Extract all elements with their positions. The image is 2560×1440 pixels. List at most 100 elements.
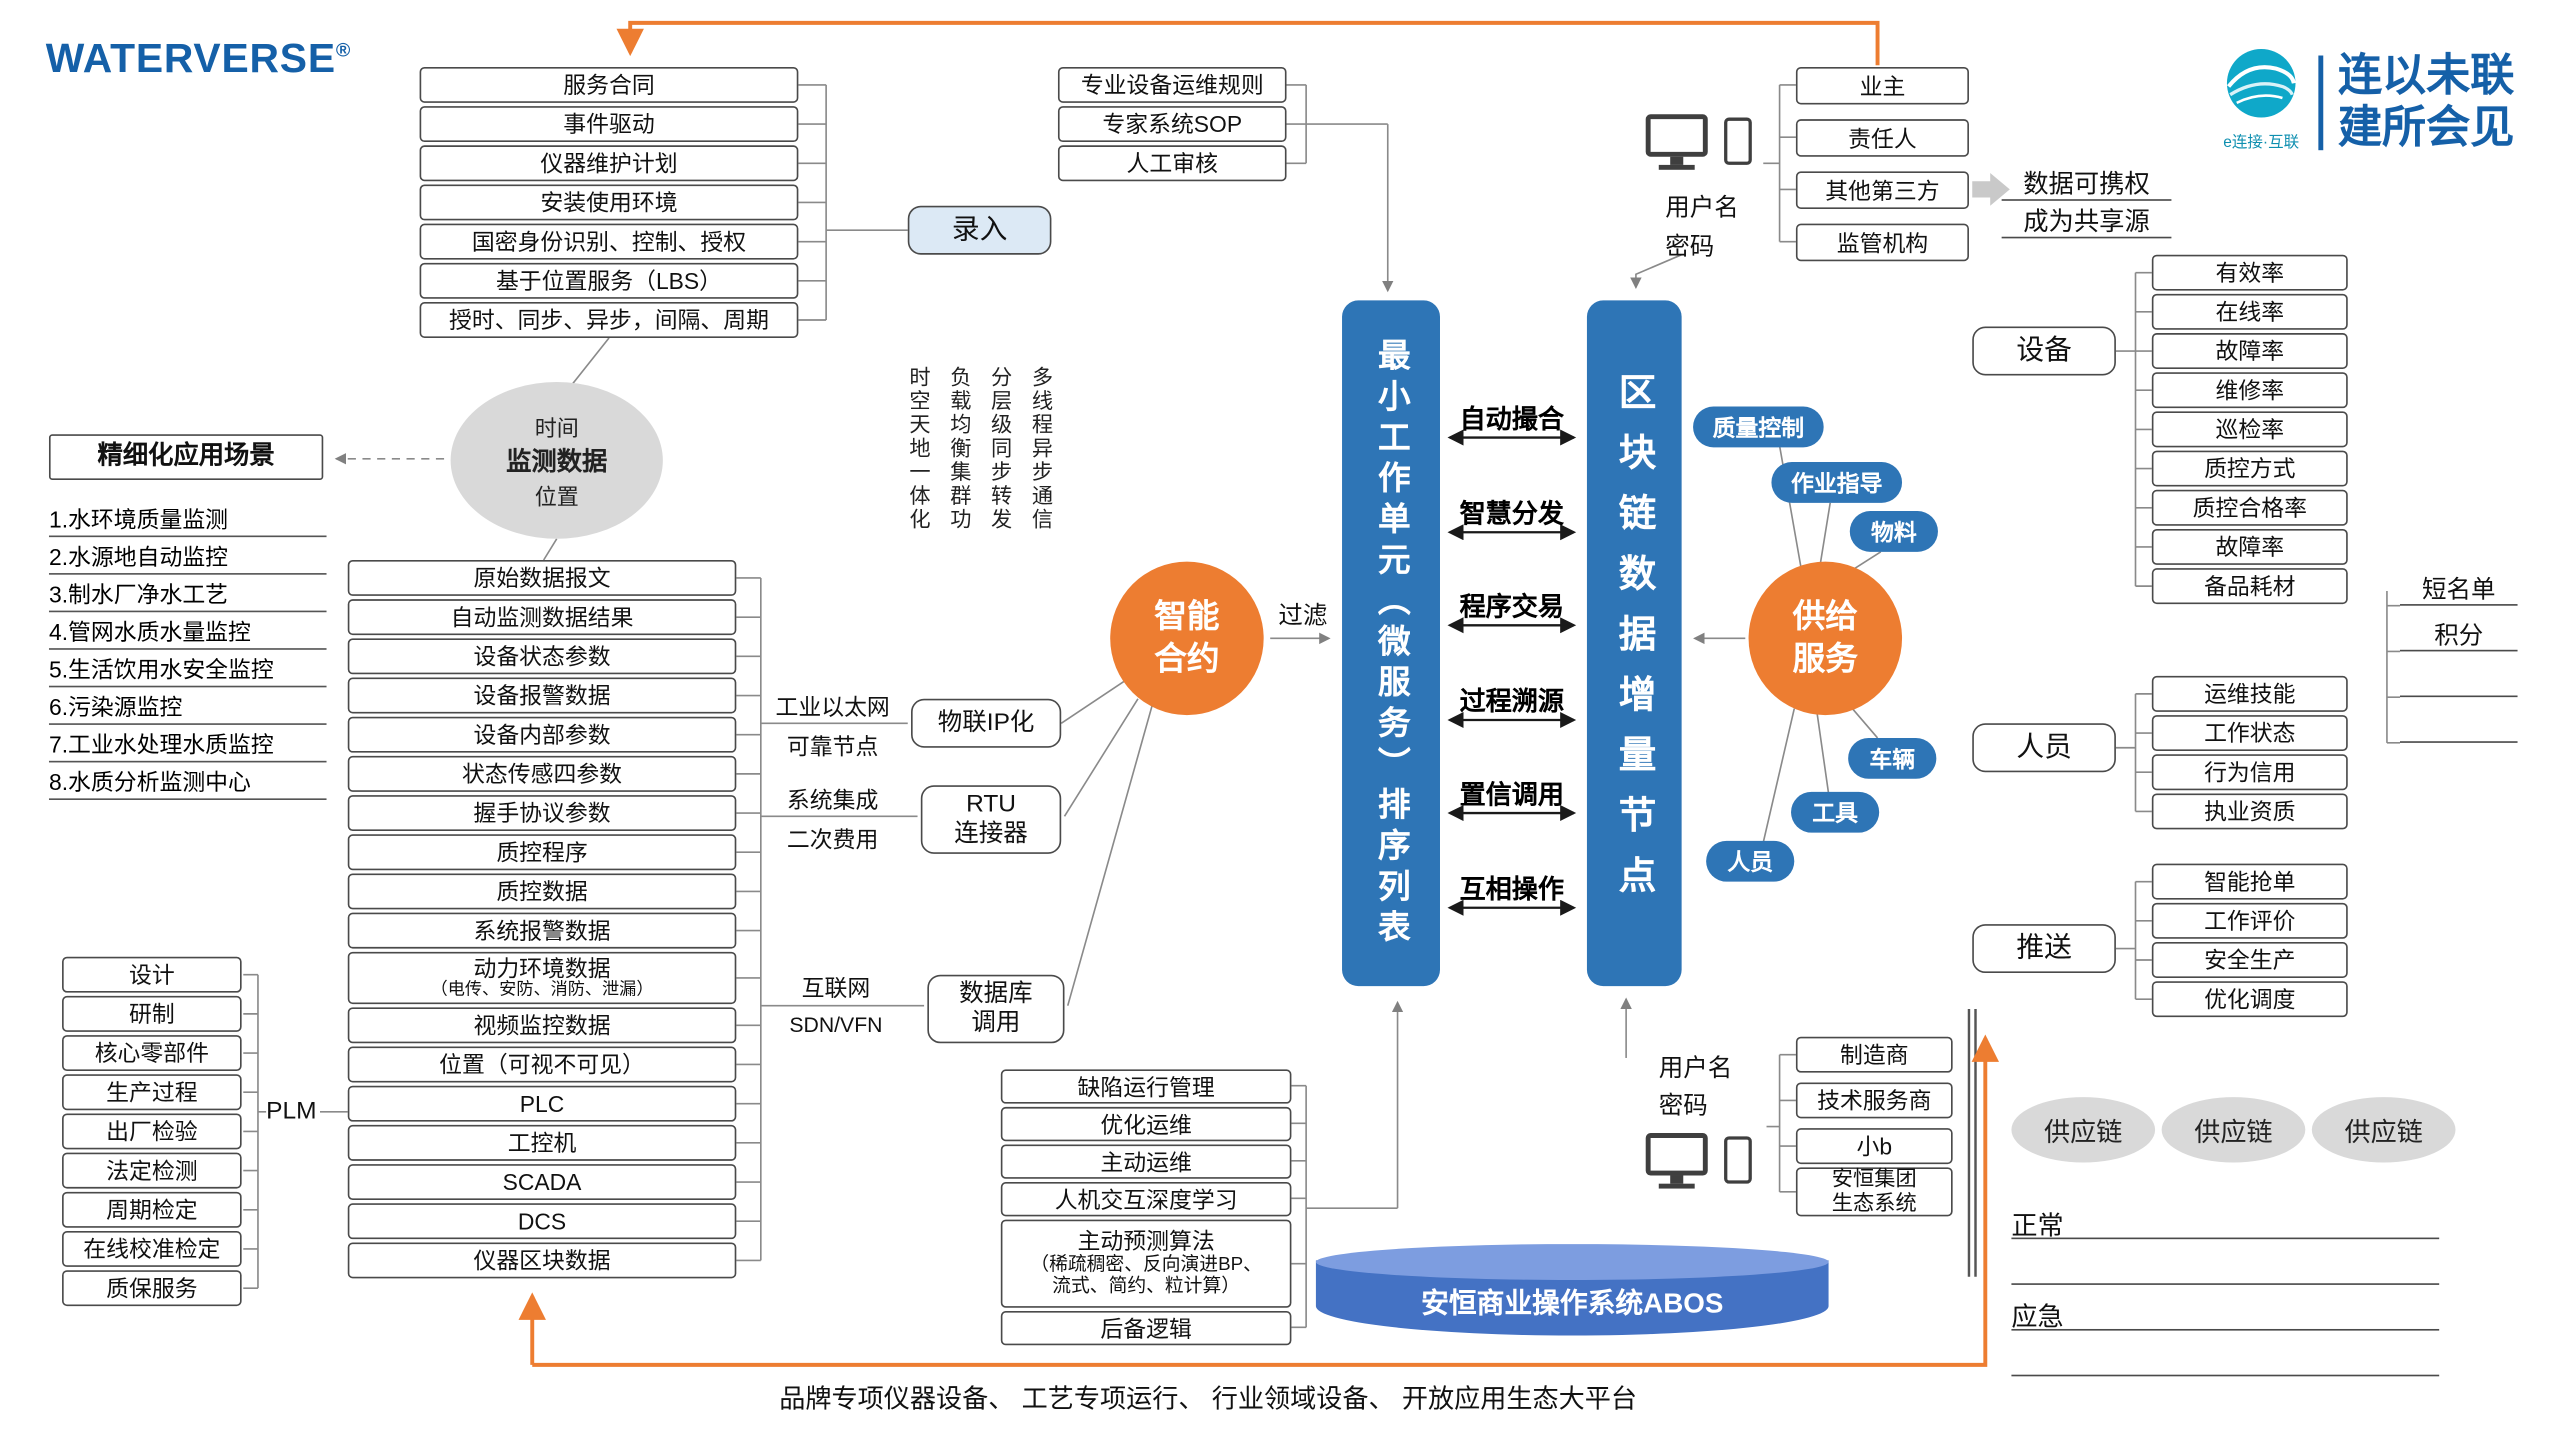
link-label: 二次费用: [786, 826, 879, 853]
stack-item: 巡检率: [2151, 411, 2348, 448]
login-username-label: 用户名: [1658, 1054, 1733, 1083]
blank-row: [2011, 1340, 2440, 1377]
push-group-box: 推送: [1972, 924, 2116, 974]
abos-label: 安恒商业操作系统ABOS: [1421, 1288, 1724, 1320]
stack-item: 缺陷运行管理: [1000, 1069, 1292, 1104]
predict-algorithm-item: 主动预测算法 （稀疏稠密、反向演进BP、 流式、简约、粒计算）: [1000, 1219, 1292, 1308]
pill-quality-control: 质量控制: [1693, 406, 1824, 448]
stack-item: 系统报警数据: [347, 912, 737, 949]
list-item: 2.水源地自动监控: [48, 540, 327, 575]
pill-tool: 工具: [1791, 791, 1880, 833]
link-label: SDN/VFN: [789, 1012, 883, 1037]
ellipse-main-label: 监测数据: [506, 448, 608, 477]
list-item: 8.水质分析监测中心: [48, 766, 327, 800]
stack-item: 有效率: [2151, 254, 2348, 291]
pill-person: 人员: [1706, 840, 1795, 882]
stack-item: 授时、同步、异步，间隔、周期: [419, 302, 799, 338]
scenario-list: 1.水环境质量监测 2.水源地自动监控 3.制水厂净水工艺 4.管网水质水量监控…: [48, 503, 327, 800]
stack-item: 优化调度: [2151, 981, 2348, 1018]
stack-item: 研制: [62, 995, 242, 1032]
stack-item: 设计: [62, 956, 242, 993]
logo-caption: e连接·互联: [2223, 133, 2300, 152]
blank-row: [2011, 1249, 2440, 1285]
entry-box: 录入: [907, 205, 1052, 255]
rtu-connector-box: RTU 连接器: [920, 785, 1062, 854]
stack-item: 周期检定: [62, 1191, 242, 1228]
list-item: 4.管网水质水量监控: [48, 616, 327, 650]
monitor-icon: [1645, 114, 1708, 157]
supplier-item: 制造商: [1795, 1036, 1953, 1073]
list-item: 5.生活饮用水安全监控: [48, 653, 327, 688]
data-source-stack: 原始数据报文 自动监测数据结果 设备状态参数 设备报警数据 设备内部参数 状态传…: [347, 559, 737, 1279]
login-password-label: 密码: [1658, 1092, 1708, 1120]
shortlist-label: 短名单: [2399, 571, 2518, 606]
scenario-title-box: 精细化应用场景: [48, 434, 324, 480]
stack-item: 握手协议参数: [347, 795, 737, 832]
stack-item: 运维技能: [2151, 675, 2348, 712]
stack-item: DCS: [347, 1203, 737, 1240]
stakeholder-item: 责任人: [1795, 119, 1969, 157]
stack-item: 出厂检验: [62, 1113, 242, 1150]
micro-service-text: 最小工作单元（微服务）排序列表: [1372, 337, 1409, 950]
stack-item: 人机交互深度学习: [1000, 1182, 1292, 1217]
smartphone-icon: [1724, 1136, 1752, 1184]
stack-item: 工控机: [347, 1124, 737, 1161]
micro-service-bar: 最小工作单元（微服务）排序列表: [1342, 300, 1440, 987]
slogan: 连以未联 建所会见: [2337, 50, 2515, 152]
stack-item: 位置（可视不可见）: [347, 1046, 737, 1083]
plm-label: PLM: [266, 1097, 317, 1125]
push-items-stack: 智能抢单 工作评价 安全生产 优化调度: [2151, 863, 2348, 1018]
stack-item: 维修率: [2151, 372, 2348, 409]
stack-item: 质控合格率: [2151, 489, 2348, 526]
status-normal: 正常: [2011, 1203, 2440, 1241]
stack-item: 设备报警数据: [347, 677, 737, 714]
link-label: 系统集成: [786, 786, 879, 814]
stack-item: 质保服务: [62, 1270, 242, 1307]
stack-item: 状态传感四参数: [347, 755, 737, 792]
portability-arrow: [1972, 173, 2010, 206]
pill-vehicle: 车辆: [1848, 737, 1937, 779]
device-group-box: 设备: [1972, 326, 2116, 376]
stack-item: 自动监测数据结果: [347, 599, 737, 636]
blank-row: [2399, 663, 2518, 698]
smartphone-icon: [1724, 117, 1752, 165]
exchange-label: 互相操作: [1459, 876, 1565, 905]
stack-item: 在线校准检定: [62, 1231, 242, 1267]
blockchain-node-bar: 区块链数据增量节点: [1586, 300, 1682, 987]
stack-item: 工作评价: [2151, 902, 2348, 939]
brand-logo: WATERVERSE®: [45, 35, 352, 82]
stakeholder-item: 其他第三方: [1795, 171, 1969, 209]
exchange-label: 过程溯源: [1459, 688, 1565, 717]
stack-item: 设备内部参数: [347, 716, 737, 753]
smart-contract-circle: 智能 合约: [1110, 561, 1264, 716]
stack-item: 人工审核: [1057, 145, 1287, 182]
stack-item: 故障率: [2151, 333, 2348, 369]
stack-item: 法定检测: [62, 1152, 242, 1189]
stack-item: 原始数据报文: [347, 559, 737, 596]
list-item: 7.工业水处理水质监控: [48, 728, 327, 763]
predict-line2: （稀疏稠密、反向演进BP、: [1030, 1254, 1262, 1275]
power-env-item: 动力环境数据 （电传、安防、消防、泄漏）: [347, 951, 737, 1005]
monitor-icon: [1645, 1133, 1708, 1176]
double-divider-lines: [1967, 1008, 1977, 1277]
points-label: 积分: [2399, 617, 2518, 652]
db-line2: 调用: [971, 1008, 1021, 1037]
abos-cylinder: 安恒商业操作系统ABOS: [1315, 1244, 1829, 1339]
stack-item: 仪器维护计划: [419, 145, 799, 182]
stack-item: 备品耗材: [2151, 568, 2348, 605]
stack-item: 设备状态参数: [347, 638, 737, 675]
list-item: 1.水环境质量监测: [48, 503, 327, 538]
predict-line1: 主动预测算法: [1077, 1227, 1215, 1254]
link-label: 可靠节点: [786, 733, 879, 760]
ellipse-location-label: 位置: [534, 484, 579, 510]
login-username-label: 用户名: [1665, 194, 1739, 223]
pill-material: 物料: [1849, 511, 1938, 552]
pill-work-guidance: 作业指导: [1771, 462, 1903, 503]
stack-item: 工作状态: [2151, 715, 2348, 752]
login-password-label: 密码: [1665, 233, 1715, 262]
stack-item: SCADA: [347, 1164, 737, 1200]
stack-item: 仪器区块数据: [347, 1242, 737, 1279]
personnel-metrics-stack: 运维技能 工作状态 行为信用 执业资质: [2151, 675, 2348, 830]
exchange-label: 置信调用: [1459, 782, 1565, 810]
